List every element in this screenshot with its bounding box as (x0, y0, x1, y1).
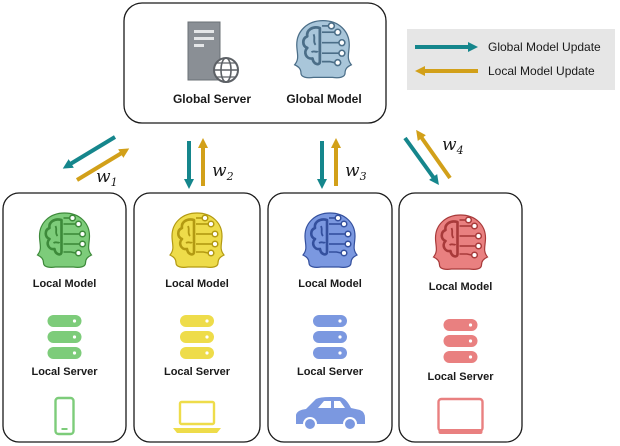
weight-label-4: w4 (442, 135, 464, 157)
car-icon (296, 397, 365, 431)
legend-global-label: Global Model Update (488, 40, 601, 54)
global-server-label: Global Server (173, 92, 251, 106)
neural-brain-icon (169, 212, 225, 268)
server-globe-icon (187, 21, 239, 83)
neural-brain-icon (432, 214, 489, 270)
database-icon (313, 315, 347, 359)
local-model-label: Local Model (429, 281, 493, 293)
laptop-icon (173, 400, 221, 433)
legend: Global Model Update Local Model Update (407, 29, 615, 90)
local-model-label: Local Model (165, 278, 229, 290)
arrows-client-2 (184, 138, 208, 189)
local-model-label: Local Model (298, 278, 362, 290)
database-icon (47, 315, 82, 359)
arrows-client-3 (317, 138, 341, 189)
local-model-label: Local Model (33, 278, 97, 290)
client-box (398, 192, 523, 443)
neural-brain-icon (293, 20, 353, 79)
arrows-client-1 (62, 135, 130, 182)
weight-label-2: w2 (212, 161, 234, 183)
database-icon (180, 315, 214, 359)
legend-local-label: Local Model Update (488, 64, 595, 78)
local-server-label: Local Server (31, 366, 98, 378)
neural-brain-icon (302, 212, 358, 268)
database-icon (443, 319, 478, 363)
local-server-label: Local Server (164, 366, 231, 378)
global-model-label: Global Model (286, 92, 361, 106)
weight-label-3: w3 (345, 161, 367, 183)
neural-brain-icon (36, 212, 93, 268)
arrows-client-4 (403, 129, 452, 186)
tablet-icon (437, 397, 484, 434)
local-server-label: Local Server (427, 371, 494, 383)
phone-icon (54, 396, 75, 436)
weight-label-1: w1 (96, 167, 118, 189)
local-server-label: Local Server (297, 366, 364, 378)
